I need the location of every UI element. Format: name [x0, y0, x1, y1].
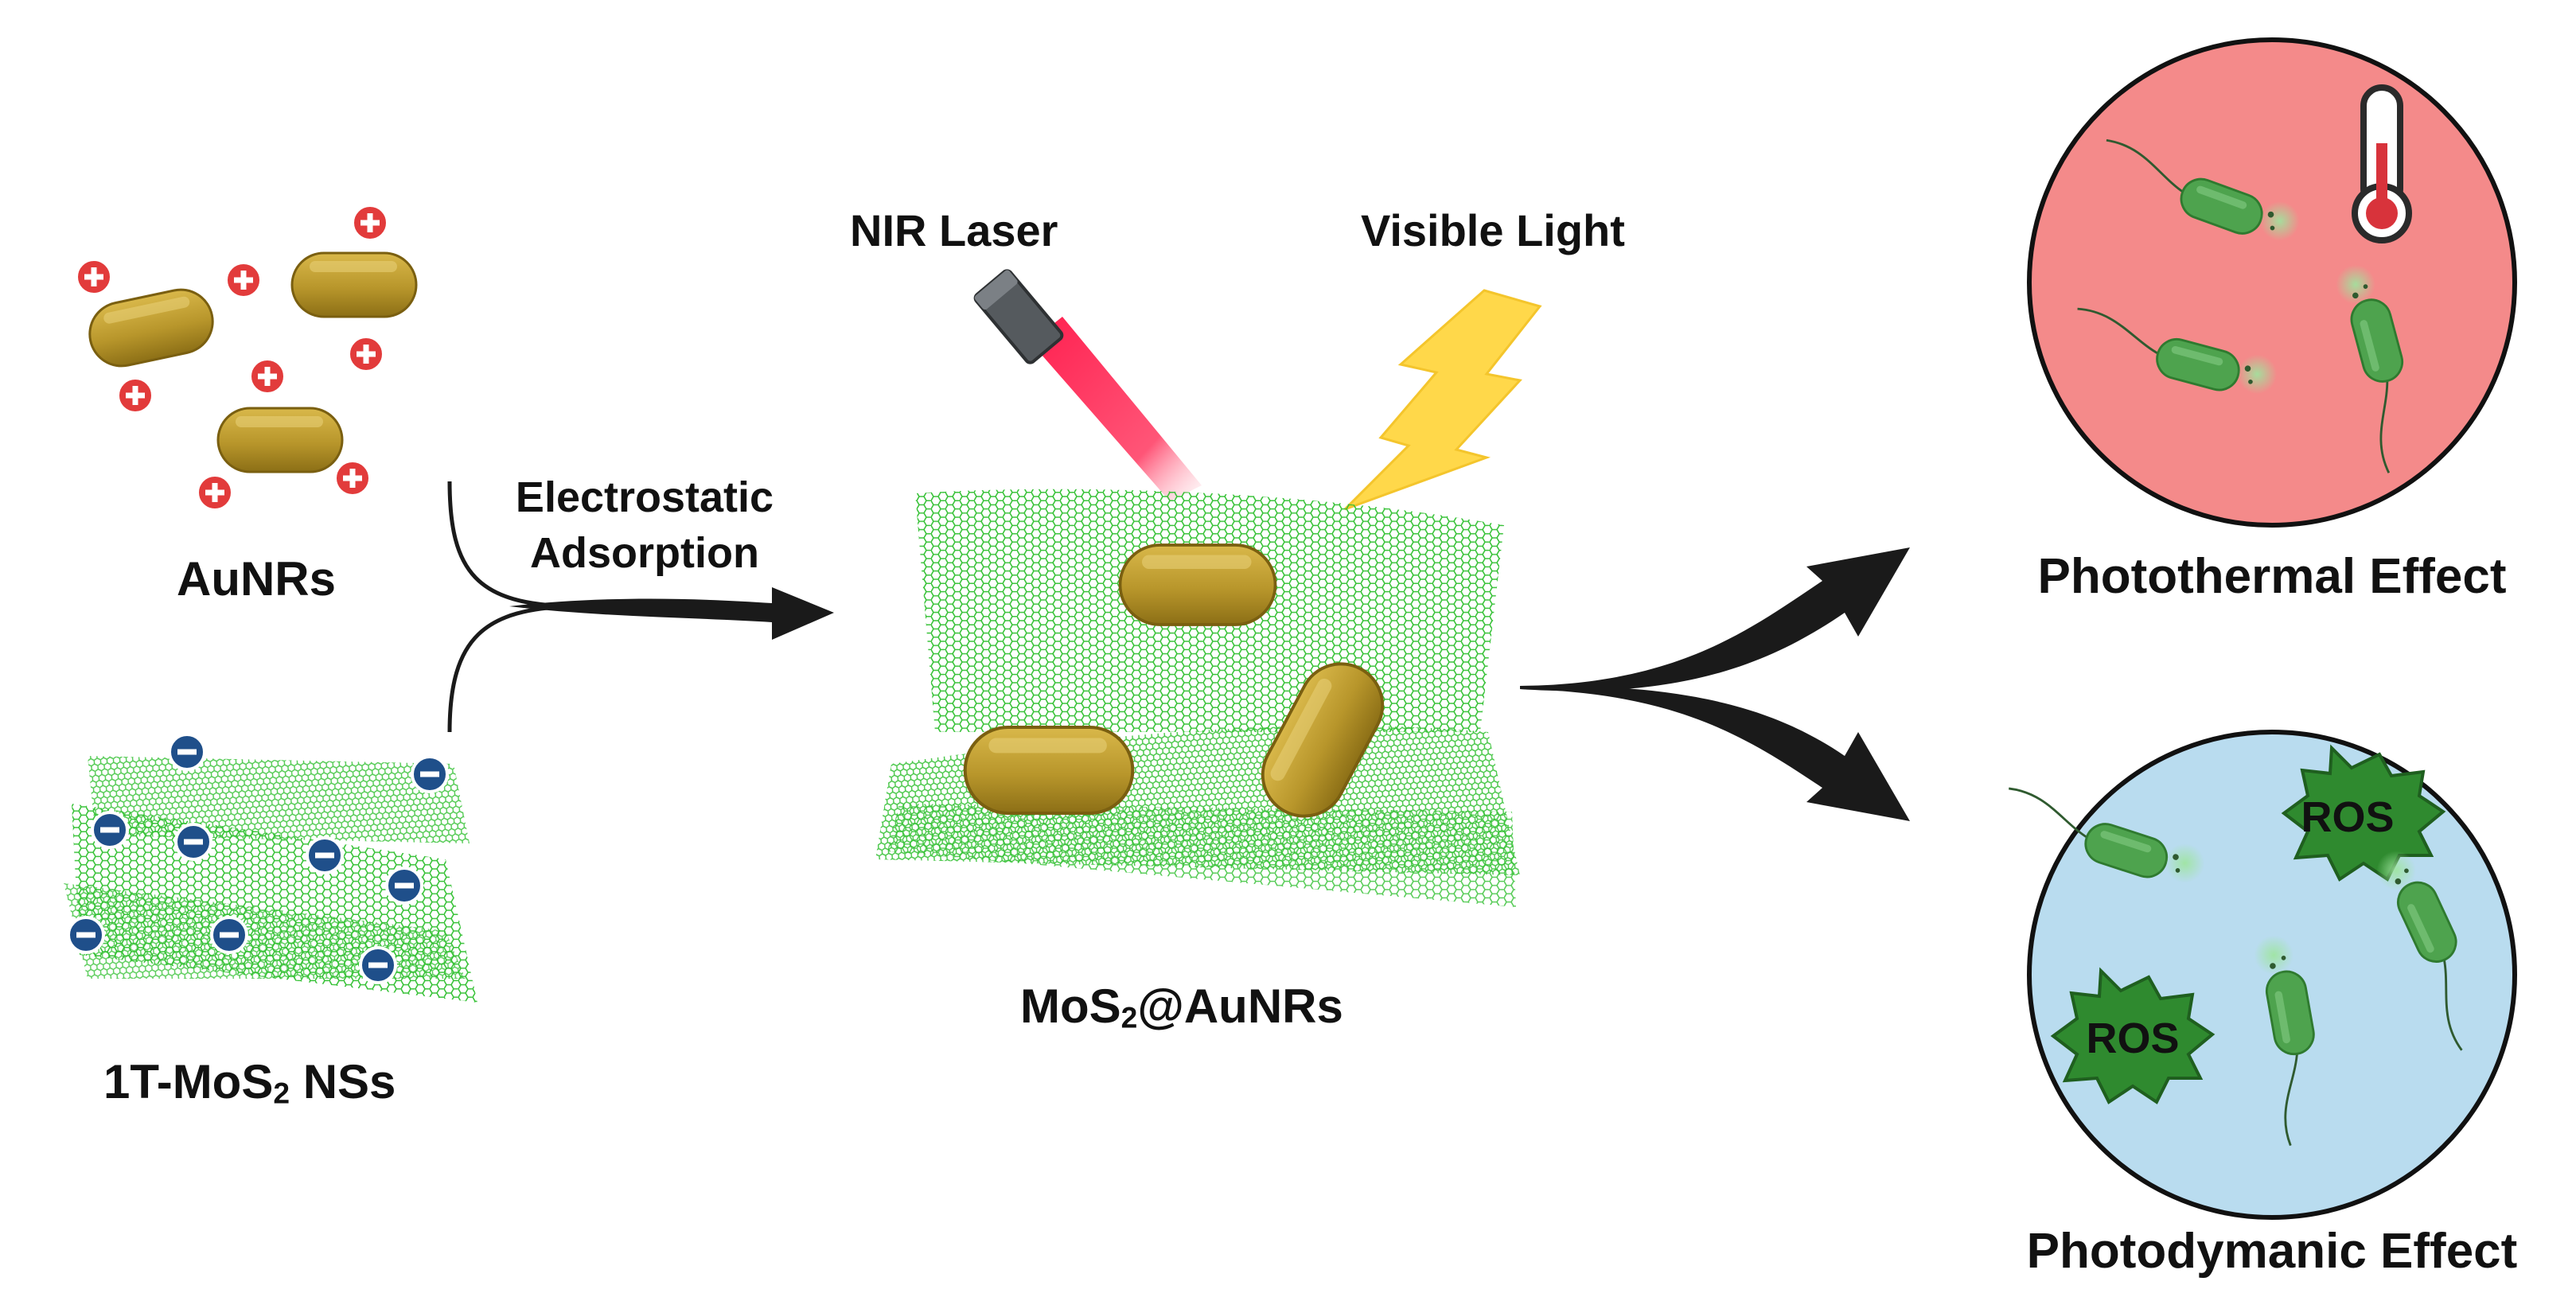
minus-charge-icon — [210, 916, 248, 954]
split-arrow-icon — [1520, 547, 1910, 821]
ros-label: ROS — [2086, 1015, 2180, 1062]
composite-label-subscript: 2 — [1120, 1000, 1138, 1034]
laser-pointer-icon — [973, 269, 1202, 501]
photodynamic-label: Photodymanic Effect — [2026, 1224, 2518, 1279]
aunr-group — [75, 204, 418, 512]
plus-charge-icon — [248, 357, 286, 395]
plus-charge-icon — [75, 258, 113, 296]
plus-charge-icon — [116, 376, 154, 415]
mos2-nanosheets — [64, 733, 477, 1003]
aunrs-label: AuNRs — [177, 552, 337, 606]
mos2-aunrs-composite — [875, 489, 1520, 907]
nir-laser-label: NIR Laser — [850, 205, 1058, 255]
lightning-bolt-icon — [1343, 289, 1542, 511]
plus-charge-icon — [196, 473, 234, 512]
ros-label: ROS — [2301, 793, 2395, 841]
minus-charge-icon — [385, 867, 423, 905]
photodynamic-panel — [1994, 730, 2517, 1220]
mos2-label-prefix: 1T-MoS — [103, 1055, 274, 1108]
thermometer-icon — [2352, 84, 2412, 243]
merge-arrow-icon — [447, 481, 834, 733]
nanosheet — [88, 756, 470, 843]
adsorption-label: Adsorption — [530, 529, 759, 577]
gold-nanorod — [216, 407, 344, 473]
minus-charge-icon — [91, 811, 129, 849]
photothermal-label: Photothermal Effect — [2037, 549, 2507, 604]
minus-charge-icon — [306, 836, 344, 874]
composite-label: MoS2@AuNRs — [1020, 980, 1343, 1033]
mos2-nanosheets-label: 1T-MoS2 NSs — [103, 1055, 396, 1108]
gold-nanorod — [965, 727, 1133, 813]
minus-charge-icon — [67, 916, 105, 954]
visible-light-label: Visible Light — [1361, 205, 1625, 255]
minus-charge-icon — [174, 823, 212, 861]
plus-charge-icon — [224, 261, 263, 299]
minus-charge-icon — [168, 733, 206, 771]
ros-burst-icon — [2050, 967, 2216, 1104]
composite-label-prefix: MoS — [1020, 980, 1121, 1033]
plus-charge-icon — [351, 204, 389, 242]
minus-charge-icon — [411, 755, 449, 793]
mos2-label-subscript: 2 — [273, 1076, 290, 1110]
plus-charge-icon — [333, 459, 372, 497]
gold-nanorod — [1118, 543, 1277, 626]
gold-nanorod — [290, 251, 418, 318]
minus-charge-icon — [359, 946, 397, 984]
composite-label-suffix: @AuNRs — [1137, 980, 1343, 1033]
photothermal-panel — [2027, 37, 2517, 528]
plus-charge-icon — [347, 335, 385, 373]
mos2-label-suffix: NSs — [290, 1055, 396, 1108]
electrostatic-label: Electrostatic — [515, 473, 774, 521]
gold-nanorod — [82, 282, 220, 373]
nanosheet — [887, 804, 1516, 907]
